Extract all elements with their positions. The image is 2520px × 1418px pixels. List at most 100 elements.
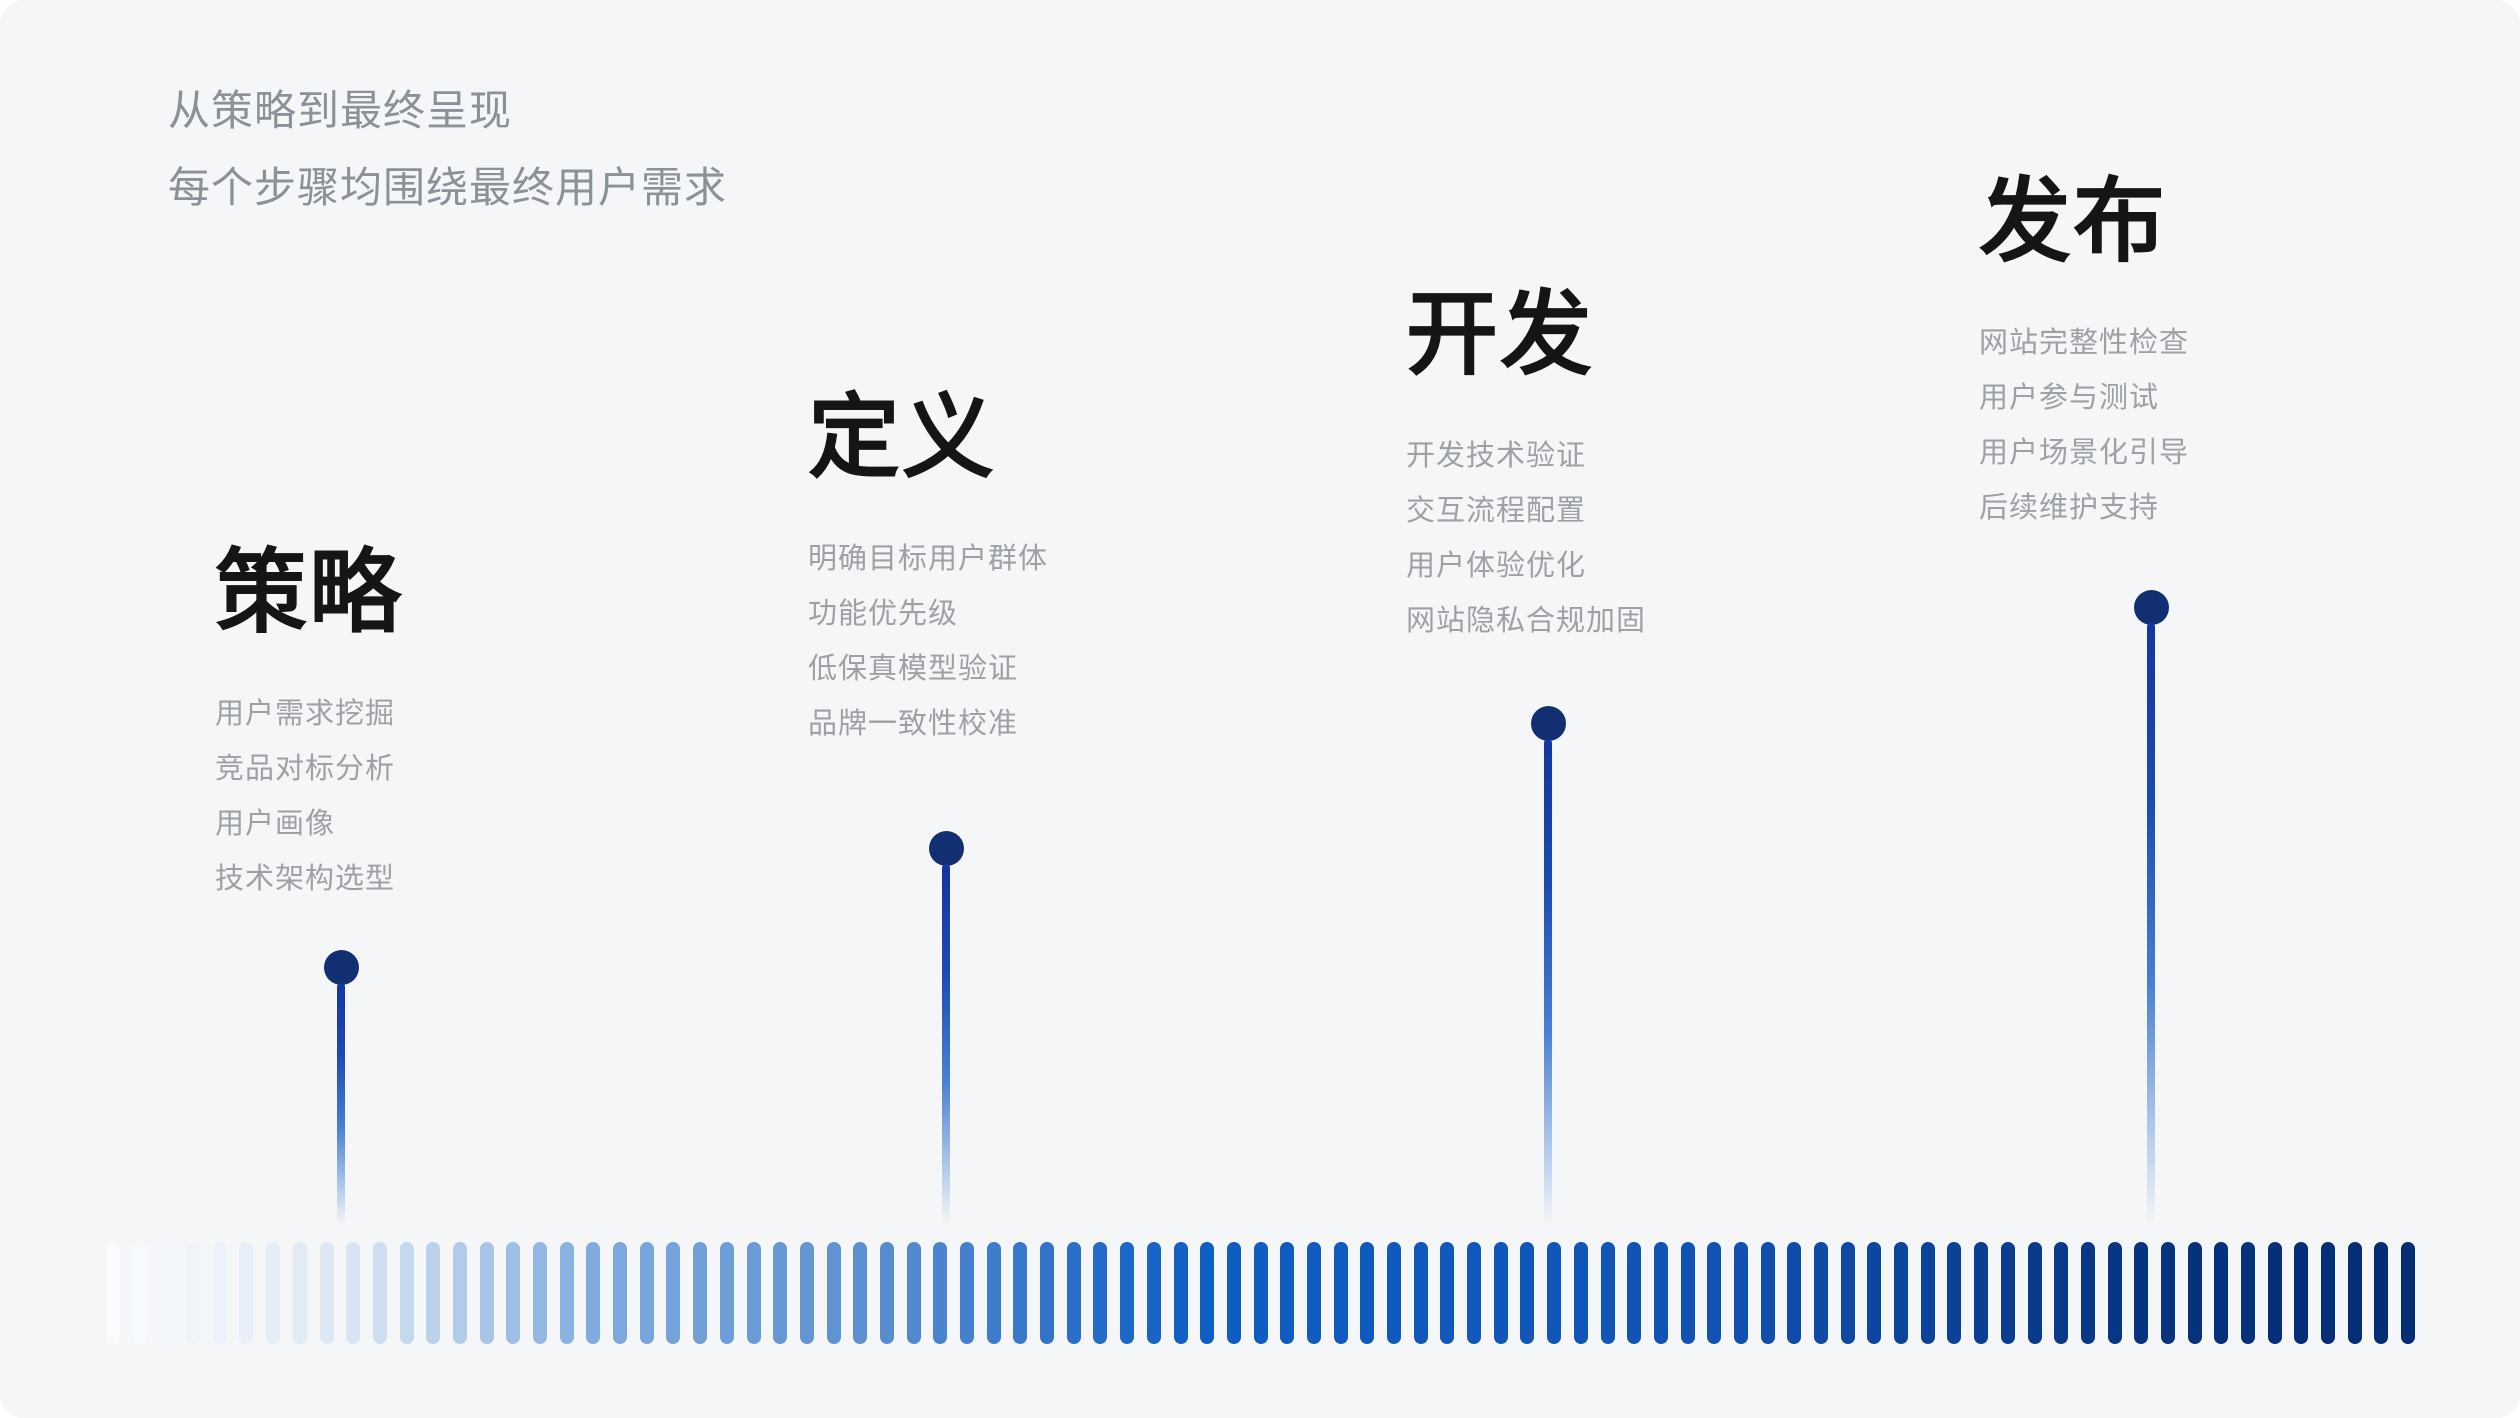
timeline-bar	[159, 1242, 174, 1344]
timeline-bar	[1600, 1242, 1615, 1344]
timeline-bar	[1947, 1242, 1962, 1344]
stage-title: 开发	[1406, 284, 1595, 386]
timeline-bar	[1306, 1242, 1321, 1344]
timeline-bar	[693, 1242, 708, 1344]
subtitle-line-2: 每个步骤均围绕最终用户需求	[168, 164, 728, 211]
timeline-stem	[2147, 623, 2155, 1225]
timeline-bar	[212, 1242, 227, 1344]
timeline-bar	[1146, 1242, 1161, 1344]
timeline-bar	[1920, 1242, 1935, 1344]
timeline-bar	[132, 1242, 147, 1344]
timeline-bar	[1547, 1242, 1562, 1344]
stage-item: 开发技术验证	[1406, 440, 1587, 472]
timeline-bar	[106, 1242, 120, 1344]
timeline-bar	[853, 1242, 868, 1344]
timeline-bar	[1974, 1242, 1989, 1344]
timeline-bar	[1867, 1242, 1882, 1344]
timeline-bar	[933, 1242, 948, 1344]
stage-item: 交互流程配置	[1406, 495, 1587, 527]
stage-item: 明确目标用户群体	[808, 543, 1049, 575]
stage-title: 策略	[215, 542, 404, 644]
timeline-bar	[879, 1242, 894, 1344]
timeline-bar	[2107, 1242, 2122, 1344]
timeline-bar	[1467, 1242, 1482, 1344]
timeline-bar	[479, 1242, 494, 1344]
timeline-bar	[1493, 1242, 1508, 1344]
timeline-bar	[1280, 1242, 1295, 1344]
timeline-bar	[1787, 1242, 1802, 1344]
timeline-dot-icon	[929, 831, 964, 866]
timeline-dot-icon	[1531, 706, 1566, 741]
timeline-bar	[1520, 1242, 1535, 1344]
timeline-bar	[1413, 1242, 1428, 1344]
timeline-bar	[1333, 1242, 1348, 1344]
timeline-bar	[1840, 1242, 1855, 1344]
stage-define: 定义 明确目标用户群体 功能优先级 低保真模型验证 品牌一致性校准	[808, 390, 1048, 752]
timeline-bar	[1200, 1242, 1215, 1344]
timeline-bar	[1040, 1242, 1055, 1344]
stage-item: 竞品对标分析	[215, 753, 396, 785]
timeline-bar	[2000, 1242, 2015, 1344]
stage-item: 功能优先级	[808, 598, 959, 630]
timeline-bar	[1894, 1242, 1909, 1344]
timeline-stem	[942, 864, 950, 1225]
timeline-bar	[1360, 1242, 1375, 1344]
timeline-bar	[1680, 1242, 1695, 1344]
timeline-bar	[372, 1242, 387, 1344]
timeline-bar	[319, 1242, 334, 1344]
timeline-bar	[2214, 1242, 2229, 1344]
stage-develop: 开发 开发技术验证 交互流程配置 用户体验优化 网站隐私合规加固	[1406, 287, 1646, 649]
timeline-bar	[1226, 1242, 1241, 1344]
timeline-bar	[2080, 1242, 2095, 1344]
timeline-bar	[986, 1242, 1001, 1344]
timeline-bar	[1120, 1242, 1135, 1344]
subtitle-line-1: 从策略到最终呈现	[168, 87, 513, 134]
timeline-bar	[2294, 1242, 2309, 1344]
timeline-bar	[426, 1242, 441, 1344]
timeline-bar	[1573, 1242, 1588, 1344]
timeline-bar	[2187, 1242, 2202, 1344]
timeline-bar	[2134, 1242, 2149, 1344]
timeline-bar	[1707, 1242, 1722, 1344]
timeline-bar-track	[106, 1242, 2416, 1344]
timeline-bar	[239, 1242, 254, 1344]
timeline-bar	[533, 1242, 547, 1344]
timeline-bar	[1253, 1242, 1268, 1344]
timeline-bar	[719, 1242, 734, 1344]
stage-item: 用户参与测试	[1979, 382, 2160, 414]
timeline-bar	[1814, 1242, 1828, 1344]
stage-item: 低保真模型验证	[808, 653, 1019, 685]
timeline-bar	[346, 1242, 361, 1344]
timeline-bar	[2160, 1242, 2175, 1344]
stage-launch: 发布 网站完整性检查 用户参与测试 用户场景化引导 后续维护支持	[1979, 174, 2189, 536]
stage-title: 定义	[808, 387, 997, 489]
timeline-bar	[1733, 1242, 1748, 1344]
timeline-bar	[826, 1242, 841, 1344]
timeline-bar	[773, 1242, 788, 1344]
timeline-bar	[1066, 1242, 1081, 1344]
timeline-bar	[186, 1242, 201, 1344]
timeline-bar	[2054, 1242, 2069, 1344]
stage-item: 技术架构选型	[215, 863, 396, 895]
stage-strategy: 策略 用户需求挖掘 竞品对标分析 用户画像 技术架构选型	[215, 545, 403, 907]
timeline-bar	[266, 1242, 281, 1344]
stage-item: 网站完整性检查	[1979, 327, 2190, 359]
timeline-bar	[1760, 1242, 1775, 1344]
timeline-bar	[452, 1242, 467, 1344]
timeline-stem	[1544, 739, 1552, 1225]
stage-title: 发布	[1979, 171, 2168, 273]
timeline-stem	[337, 983, 345, 1225]
stage-item: 品牌一致性校准	[808, 708, 1019, 740]
timeline-dot-icon	[324, 950, 359, 985]
timeline-bar	[1440, 1242, 1455, 1344]
timeline-bar	[2374, 1242, 2389, 1344]
timeline-bar	[1173, 1242, 1188, 1344]
stage-item: 用户体验优化	[1406, 550, 1587, 582]
timeline-bar	[960, 1242, 974, 1344]
stage-item: 网站隐私合规加固	[1406, 605, 1647, 637]
timeline-bar	[1653, 1242, 1668, 1344]
timeline-bar	[2347, 1242, 2362, 1344]
timeline-bar	[2027, 1242, 2042, 1344]
timeline-bar	[1093, 1242, 1108, 1344]
